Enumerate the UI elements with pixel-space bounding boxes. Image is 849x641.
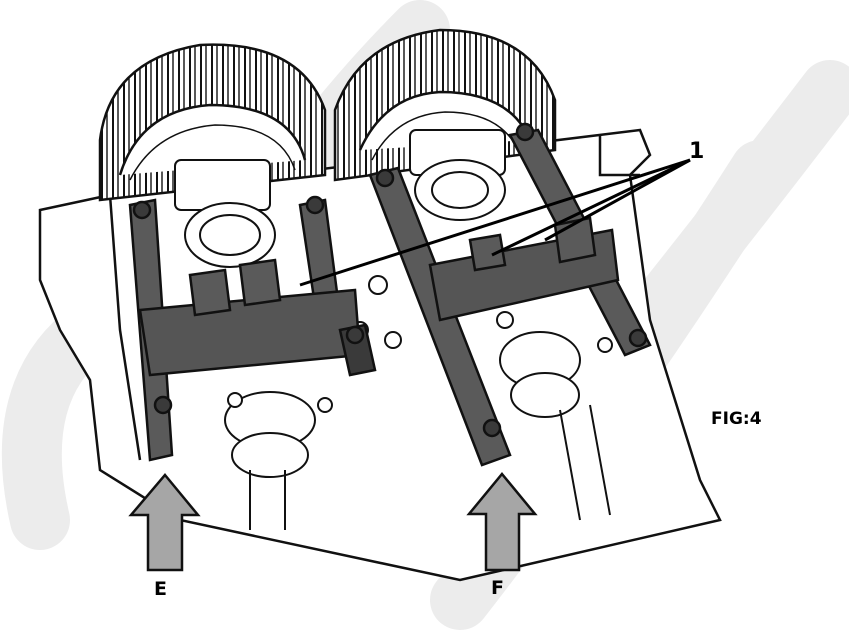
arrow-e — [128, 473, 201, 572]
callout-number-label: 1 — [689, 139, 705, 164]
timing-tool-e — [128, 195, 377, 462]
timing-tool-f — [368, 122, 652, 467]
camshaft-bearings — [174, 129, 613, 530]
figure-id-label: FIG:4 — [711, 409, 762, 429]
callout-1-leaders — [299, 158, 691, 287]
arrow-e-label: E — [154, 578, 167, 600]
arrow-f — [466, 472, 538, 572]
arrow-f-label: F — [491, 577, 504, 599]
